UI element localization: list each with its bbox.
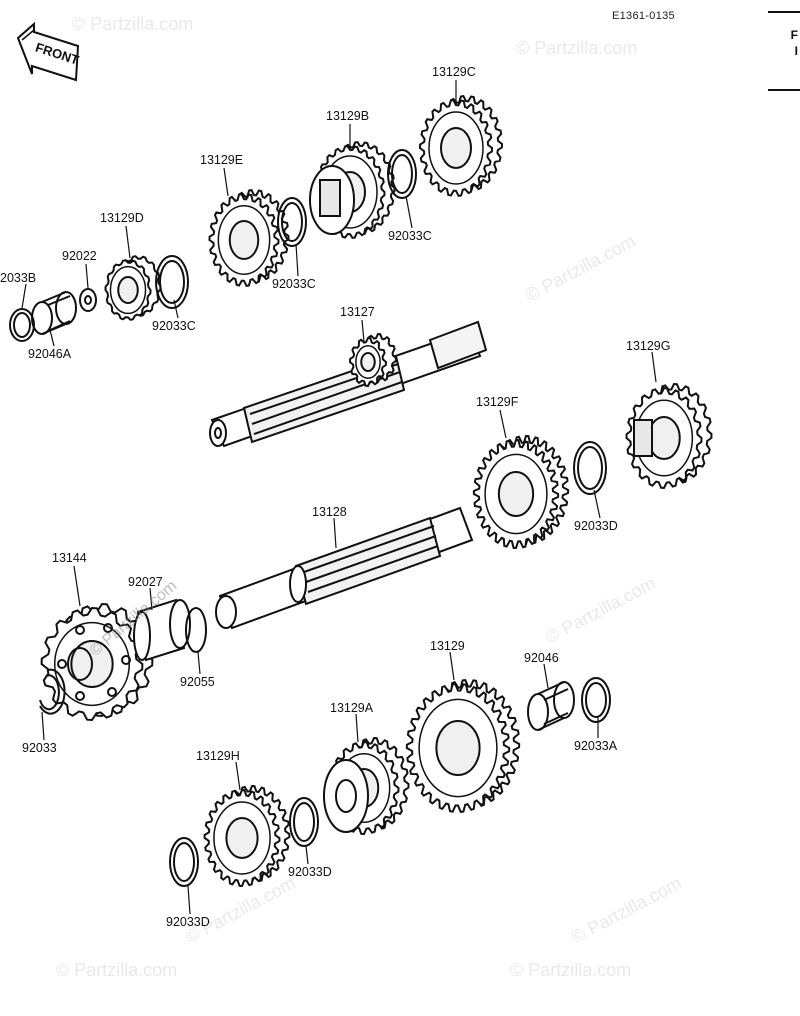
- gear-13129A-hub: [324, 760, 368, 832]
- circlip-92033B: [10, 309, 34, 341]
- sprocket-13144-holes: [58, 624, 130, 700]
- gear-13127-integral: [350, 334, 396, 386]
- leader-lines: [21, 80, 657, 915]
- label-92033B: 2033B: [0, 271, 37, 285]
- label-92046A: 92046A: [28, 347, 72, 361]
- label-92033D-upper: 92033D: [574, 519, 618, 533]
- label-13129D: 13129D: [100, 211, 144, 225]
- gear-13129F: [474, 436, 568, 548]
- label-92033C-right: 92033C: [388, 229, 432, 243]
- collar-92027: [134, 600, 190, 660]
- edge-letter-bottom: I: [794, 44, 798, 58]
- label-92033: 92033: [22, 741, 57, 755]
- gear-13129C: [420, 96, 502, 196]
- label-92055: 92055: [180, 675, 215, 689]
- watermark: © Partzilla.com: [56, 960, 178, 980]
- label-13129A: 13129A: [330, 701, 374, 715]
- edge-letter-top: F: [790, 28, 798, 42]
- gear-13129E: [210, 190, 289, 286]
- label-92033A: 92033A: [574, 739, 618, 753]
- label-13129E: 13129E: [200, 153, 244, 167]
- label-92033D-bottom: 92033D: [166, 915, 210, 929]
- label-92033C-mid: 92033C: [272, 277, 316, 291]
- circlip-92033C-mid: [278, 198, 306, 246]
- label-92033D-lower: 92033D: [288, 865, 332, 879]
- label-92046: 92046: [524, 651, 559, 665]
- label-92033C-small: 92033C: [152, 319, 196, 333]
- label-92027: 92027: [128, 575, 163, 589]
- circlip-92033D-bottom: [170, 838, 198, 886]
- gear-13129: [407, 680, 519, 812]
- label-13127: 13127: [340, 305, 375, 319]
- gear-13129H: [205, 786, 290, 886]
- watermark: © Partzilla.com: [516, 38, 638, 58]
- watermark: © Partzilla.com: [72, 14, 194, 34]
- label-13129H: 13129H: [196, 749, 240, 763]
- washer-92022: [80, 289, 96, 311]
- circlip-92033A: [582, 678, 610, 722]
- watermark: © Partzilla.com: [510, 960, 632, 980]
- shaft-13127: [210, 322, 486, 446]
- front-arrow-icon: FRONT: [16, 21, 81, 82]
- label-92022: 92022: [62, 249, 97, 263]
- shaft-13128: [216, 508, 472, 628]
- label-13129: 13129: [430, 639, 465, 653]
- circlip-92033: [40, 670, 65, 714]
- gear-13129D: [106, 256, 161, 320]
- diagram-code: E1361-0135: [612, 10, 675, 22]
- oring-92055: [186, 608, 206, 652]
- needle-bearing-92046A: [32, 292, 76, 334]
- label-13144: 13144: [52, 551, 87, 565]
- needle-bearing-92046: [528, 682, 574, 730]
- label-13129F: 13129F: [476, 395, 519, 409]
- label-13129G: 13129G: [626, 339, 671, 353]
- circlip-92033C-right: [388, 150, 416, 198]
- gear-13129B-hub: [310, 166, 354, 234]
- gear-13129G-dogs: [634, 420, 652, 456]
- circlip-92033D-upper: [574, 442, 606, 494]
- label-13129C: 13129C: [432, 65, 476, 79]
- circlip-92033D-lower: [290, 798, 318, 846]
- label-13129B: 13129B: [326, 109, 370, 123]
- circlip-92033C-small: [156, 256, 188, 308]
- label-13128: 13128: [312, 505, 347, 519]
